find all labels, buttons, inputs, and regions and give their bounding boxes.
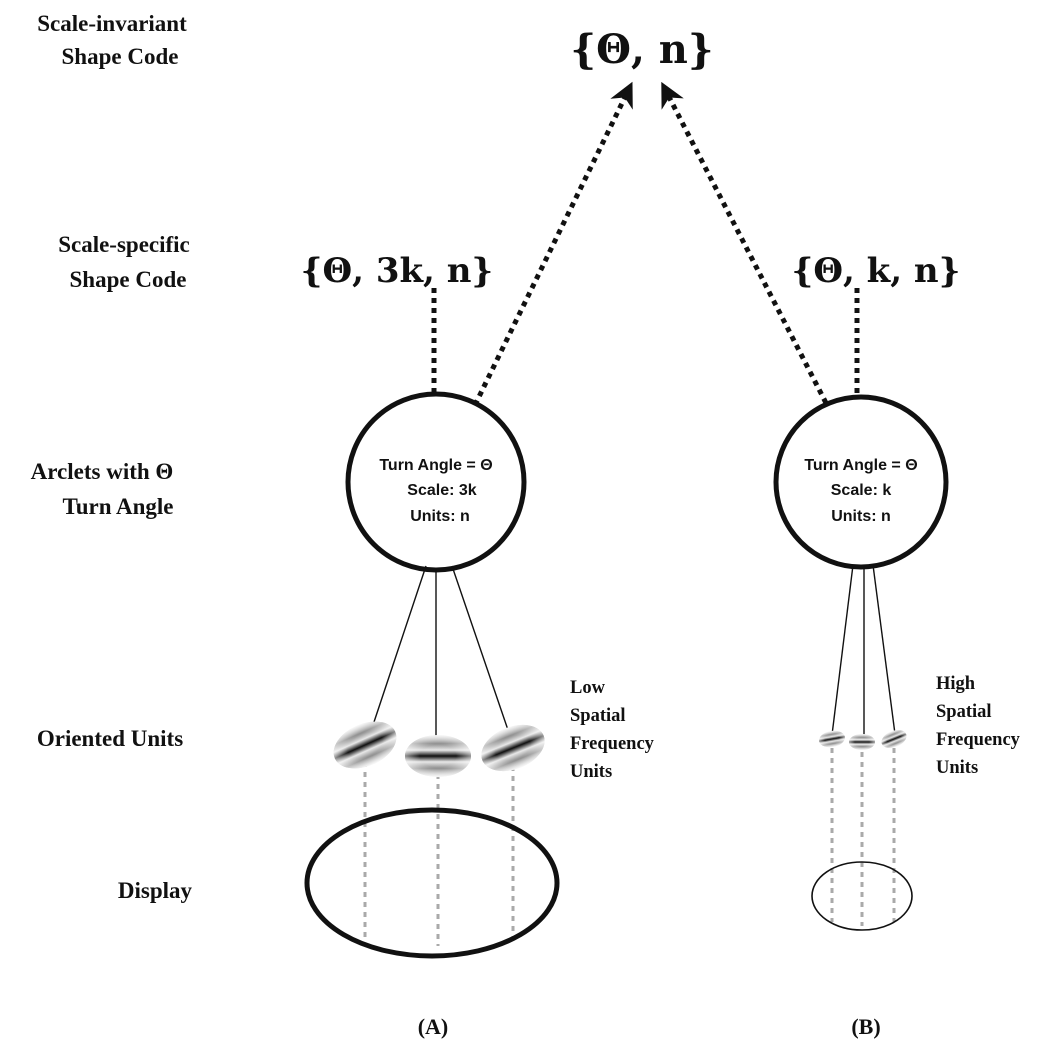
level-label-invariant-line1: Scale-invariant	[37, 11, 187, 36]
level-label-invariant: Scale-invariant Shape Code	[37, 11, 187, 69]
arclet-a-units: Units: n	[410, 508, 470, 525]
level-label-specific-line2: Shape Code	[70, 267, 187, 292]
arclet-a-turn-angle: Turn Angle = Θ	[379, 457, 492, 474]
level-label-specific-line1: Scale-specific	[58, 232, 190, 257]
level-label-invariant-line2: Shape Code	[62, 44, 179, 69]
level-label-arclets: Arclets with Θ Turn Angle	[31, 459, 174, 519]
note-b-line1: High	[936, 674, 976, 694]
arclet-a-scale: Scale: 3k	[407, 482, 476, 499]
display-ellipse-a	[304, 807, 560, 959]
oriented-unit-b-right	[881, 730, 907, 748]
note-a-line2: Spatial	[570, 706, 626, 726]
arclet-b-scale: Scale: k	[831, 482, 892, 499]
note-a-line1: Low	[570, 678, 606, 698]
panel-label-a: (A)	[418, 1014, 449, 1039]
link-a-left	[371, 565, 427, 729]
link-b-left	[831, 564, 854, 736]
note-a-line3: Frequency	[570, 734, 655, 754]
panel-label-b: (B)	[851, 1014, 880, 1039]
level-label-arclets-line1: Arclets with Θ	[31, 459, 174, 484]
note-b-line2: Spatial	[936, 702, 992, 722]
note-b-line3: Frequency	[936, 730, 1021, 750]
arclet-node-a: Turn Angle = Θ Scale: 3k Units: n	[345, 391, 527, 573]
note-high-frequency: High Spatial Frequency Units	[936, 674, 1021, 778]
oriented-unit-b-left	[819, 730, 845, 748]
link-a-right	[451, 565, 509, 731]
display-ellipse-b	[811, 861, 913, 931]
arrow-a-to-invariant	[472, 81, 633, 407]
note-a-line4: Units	[570, 762, 612, 782]
level-label-display: Display	[118, 878, 193, 903]
oriented-unit-a-center	[405, 735, 471, 777]
arclet-b-units: Units: n	[831, 508, 891, 525]
level-label-units: Oriented Units	[37, 726, 183, 751]
arclet-b-turn-angle: Turn Angle = Θ	[804, 457, 917, 474]
arclet-circle-b	[773, 394, 949, 570]
oriented-unit-a-left	[333, 721, 397, 769]
level-label-specific: Scale-specific Shape Code	[58, 232, 190, 292]
level-label-arclets-line2: Turn Angle	[62, 494, 173, 519]
oriented-unit-b-center	[849, 734, 875, 750]
code-scale-a: {Θ, 3k, n}	[301, 251, 494, 291]
link-b-right	[872, 564, 896, 735]
oriented-unit-a-right	[481, 724, 545, 772]
arclet-node-b: Turn Angle = Θ Scale: k Units: n	[773, 394, 949, 570]
code-scale-b: {Θ, k, n}	[792, 251, 961, 291]
code-invariant: {Θ, n}	[570, 26, 713, 73]
note-b-line4: Units	[936, 758, 978, 778]
arrow-b-to-invariant	[661, 81, 829, 405]
note-low-frequency: Low Spatial Frequency Units	[570, 678, 655, 782]
